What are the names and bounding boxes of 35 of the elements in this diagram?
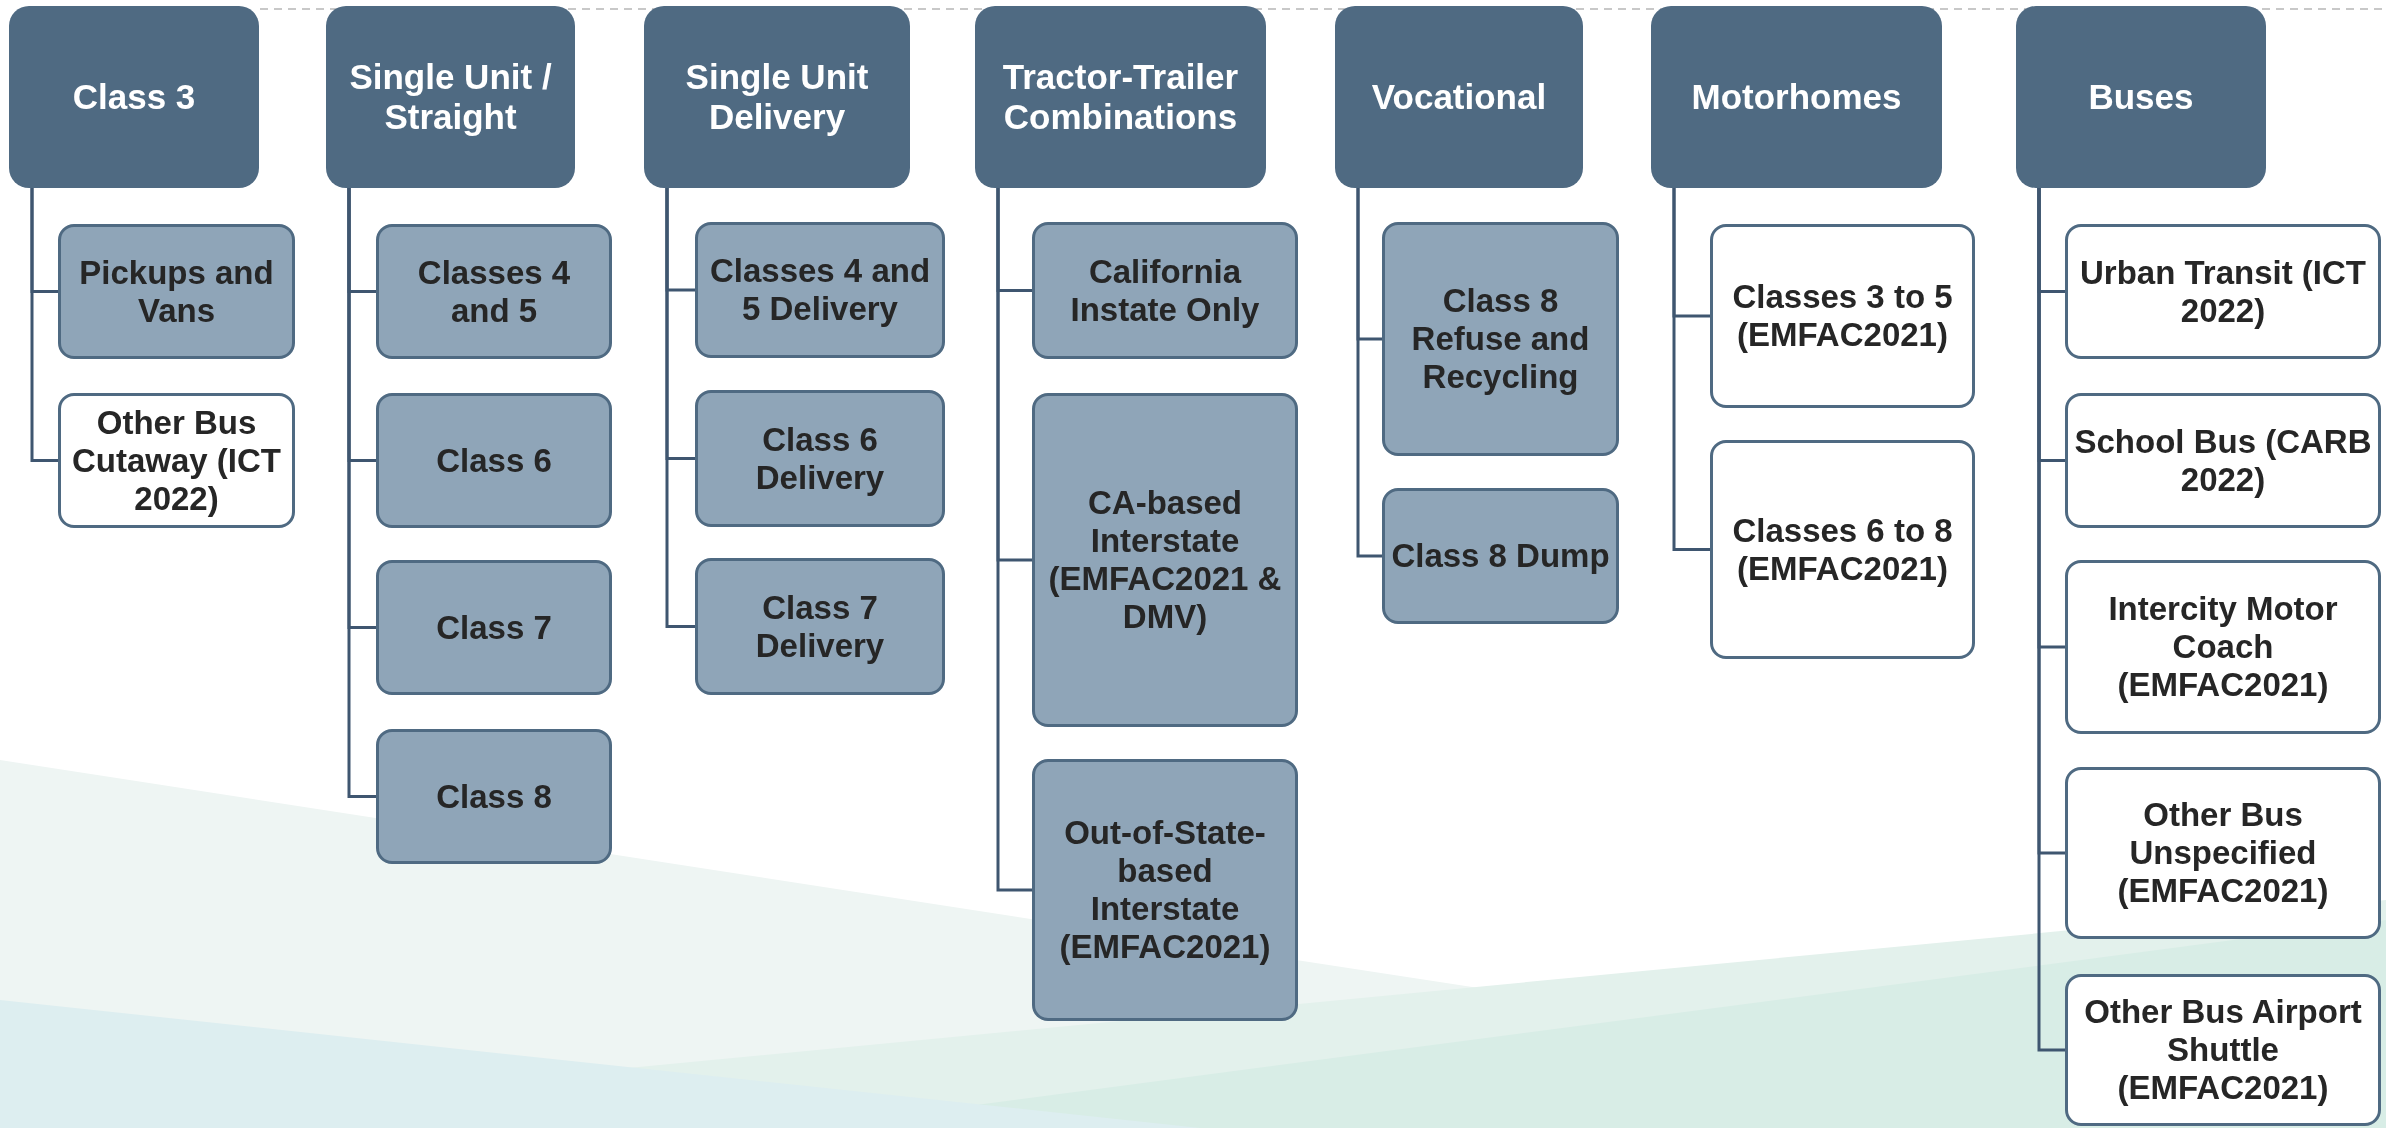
connector-line: [347, 188, 376, 798]
connector-line: [2037, 188, 2065, 1052]
subcategory-box: Class 8: [376, 729, 612, 864]
subcategory-box: Class 8 Dump: [1382, 488, 1619, 624]
subcategory-box: Classes 4 and 5: [376, 224, 612, 359]
connector-line: [665, 188, 695, 628]
subcategory-box: Class 8 Refuse and Recycling: [1382, 222, 1619, 456]
subcategory-box: Pickups and Vans: [58, 224, 295, 359]
category-box: Buses: [2016, 6, 2266, 188]
connector-line: [996, 188, 1032, 892]
subcategory-box: Class 6 Delivery: [695, 390, 945, 527]
subcategory-box: Class 7: [376, 560, 612, 695]
connector-line: [1356, 188, 1382, 558]
category-box: Motorhomes: [1651, 6, 1942, 188]
category-box: Vocational: [1335, 6, 1583, 188]
category-box: Single Unit Delivery: [644, 6, 910, 188]
subcategory-box: California Instate Only: [1032, 222, 1298, 359]
subcategory-box: Classes 3 to 5 (EMFAC2021): [1710, 224, 1975, 408]
category-box: Single Unit / Straight: [326, 6, 575, 188]
subcategory-box: School Bus (CARB 2022): [2065, 393, 2381, 528]
subcategory-box: Intercity Motor Coach (EMFAC2021): [2065, 560, 2381, 734]
subcategory-box: Urban Transit (ICT 2022): [2065, 224, 2381, 359]
subcategory-box: Out-of-State-based Interstate (EMFAC2021): [1032, 759, 1298, 1021]
connector-line: [1672, 188, 1710, 551]
subcategory-box: Class 6: [376, 393, 612, 528]
subcategory-box: Classes 4 and 5 Delivery: [695, 222, 945, 358]
category-box: Tractor-Trailer Combinations: [975, 6, 1266, 188]
subcategory-box: Other Bus Unspecified (EMFAC2021): [2065, 767, 2381, 939]
subcategory-box: Class 7 Delivery: [695, 558, 945, 695]
category-box: Class 3: [9, 6, 259, 188]
subcategory-box: Classes 6 to 8 (EMFAC2021): [1710, 440, 1975, 659]
subcategory-box: CA-based Interstate (EMFAC2021 & DMV): [1032, 393, 1298, 727]
connector-line: [30, 188, 58, 462]
subcategory-box: Other Bus Cutaway (ICT 2022): [58, 393, 295, 528]
subcategory-box: Other Bus Airport Shuttle (EMFAC2021): [2065, 974, 2381, 1126]
